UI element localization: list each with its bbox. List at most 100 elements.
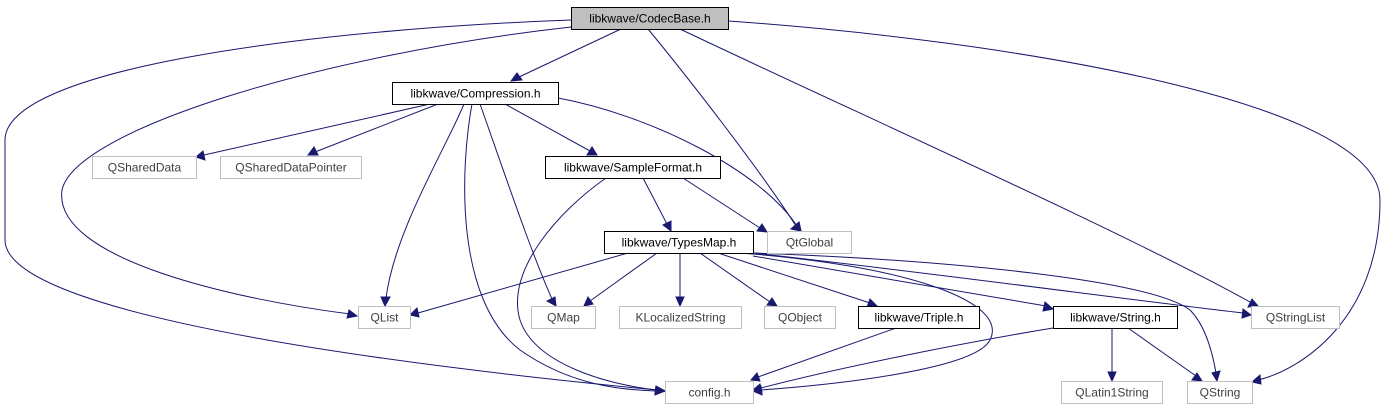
- node-box: [220, 156, 362, 179]
- node-box: [764, 306, 836, 329]
- node-box: [1251, 306, 1340, 329]
- node-label: QtGlobal: [786, 236, 833, 250]
- edge-sampleformat-to-typesmap: [642, 177, 672, 232]
- node-sampleformat[interactable]: libkwave/SampleFormat.h: [545, 156, 721, 179]
- node-label: libkwave/CodecBase.h: [589, 12, 710, 26]
- node-label: QList: [370, 311, 399, 325]
- node-label: QSharedDataPointer: [235, 161, 346, 175]
- node-qlatin1string: QLatin1String: [1061, 381, 1163, 404]
- node-codecbase[interactable]: libkwave/CodecBase.h: [571, 7, 729, 30]
- node-qobject: QObject: [764, 306, 836, 329]
- edge-line: [61, 26, 572, 315]
- node-config: config.h: [665, 381, 754, 404]
- edge-codecbase-to-qstring: [727, 20, 1381, 385]
- edge-compression-to-qshareddatapointer: [307, 103, 439, 156]
- node-compression[interactable]: libkwave/Compression.h: [392, 82, 559, 105]
- edge-line: [757, 327, 897, 378]
- edge-triple-to-config: [750, 327, 897, 382]
- edge-line: [504, 103, 591, 152]
- arrowhead: [675, 296, 685, 308]
- edge-codecbase-to-qtglobal: [647, 28, 802, 232]
- edge-line: [557, 97, 798, 227]
- node-qshareddatapointer: QSharedDataPointer: [220, 156, 362, 179]
- edge-line: [752, 255, 1047, 307]
- edge-line: [699, 252, 771, 303]
- arrowhead: [766, 297, 778, 307]
- edge-string-to-qstring: [1127, 327, 1203, 382]
- edge-line: [518, 28, 622, 78]
- edge-line: [314, 103, 439, 153]
- node-qmap: QMap: [531, 306, 596, 329]
- edge-line: [479, 103, 553, 300]
- arrowhead: [654, 385, 667, 395]
- node-qlist: QList: [358, 306, 411, 329]
- edge-typesmap-to-triple: [717, 252, 879, 308]
- node-box: [858, 306, 980, 329]
- node-box: [92, 156, 197, 179]
- edge-line: [647, 28, 797, 227]
- arrowhead: [583, 295, 594, 307]
- edge-typesmap-to-qlist: [409, 252, 629, 318]
- node-label: QObject: [778, 311, 823, 325]
- node-label: QString: [1200, 386, 1241, 400]
- node-box: [392, 82, 559, 105]
- node-label: libkwave/Compression.h: [410, 87, 540, 101]
- arrowhead: [1241, 308, 1253, 319]
- node-qstring: QString: [1187, 381, 1253, 404]
- edge-typesmap-to-qstringlist: [752, 252, 1253, 319]
- edge-typesmap-to-qobject: [699, 252, 778, 307]
- node-box: [531, 306, 596, 329]
- arrowhead: [750, 372, 761, 382]
- edge-line: [417, 252, 629, 314]
- edge-string-to-qlatin1string: [1107, 328, 1117, 383]
- arrowhead: [1247, 298, 1260, 308]
- node-box: [571, 7, 729, 30]
- edge-line: [385, 103, 465, 299]
- node-label: QLatin1String: [1075, 386, 1148, 400]
- arrowhead: [1042, 301, 1055, 312]
- edge-compression-to-qmap: [479, 103, 557, 307]
- node-box: [358, 306, 411, 329]
- edge-codecbase-to-qlist: [61, 26, 572, 319]
- node-qstringlist: QStringList: [1251, 306, 1340, 329]
- edge-line: [1127, 327, 1197, 377]
- edge-codecbase-to-qstringlist: [679, 28, 1260, 308]
- arrowhead: [409, 307, 420, 318]
- edge-line: [4, 19, 658, 391]
- arrowhead: [756, 223, 768, 233]
- node-triple[interactable]: libkwave/Triple.h: [858, 306, 980, 329]
- edge-typesmap-to-qmap: [583, 252, 658, 307]
- arrowhead: [307, 146, 319, 156]
- edge-compression-to-sampleformat: [504, 103, 598, 156]
- arrowhead: [545, 296, 557, 307]
- edge-compression-to-qtglobal: [557, 97, 802, 232]
- node-qshareddata: QSharedData: [92, 156, 197, 179]
- edge-sampleformat-to-qtglobal: [682, 177, 768, 233]
- edge-sampleformat-to-config: [517, 177, 667, 395]
- arrowhead: [346, 309, 359, 319]
- arrowhead: [195, 150, 206, 161]
- node-label: libkwave/SampleFormat.h: [564, 161, 702, 175]
- node-string[interactable]: libkwave/String.h: [1053, 306, 1178, 329]
- arrowhead: [662, 220, 672, 232]
- edge-line: [727, 20, 1381, 381]
- edge-line: [517, 177, 658, 391]
- edge-compression-to-qshareddata: [195, 103, 431, 161]
- edge-typesmap-to-string: [752, 255, 1055, 312]
- node-label: libkwave/TypesMap.h: [622, 236, 737, 250]
- edge-line: [760, 327, 1054, 389]
- edge-line: [203, 103, 431, 156]
- edge-line: [717, 252, 871, 304]
- node-qtglobal: QtGlobal: [767, 231, 852, 254]
- node-label: QMap: [547, 311, 580, 325]
- node-box: [1061, 381, 1163, 404]
- edge-line: [752, 252, 1217, 374]
- node-box: [545, 156, 721, 179]
- edge-line: [682, 177, 761, 229]
- edge-line: [642, 177, 668, 225]
- node-label: config.h: [688, 386, 730, 400]
- edge-typesmap-to-qstring: [752, 252, 1221, 383]
- arrowhead: [789, 221, 802, 232]
- node-typesmap[interactable]: libkwave/TypesMap.h: [604, 231, 754, 254]
